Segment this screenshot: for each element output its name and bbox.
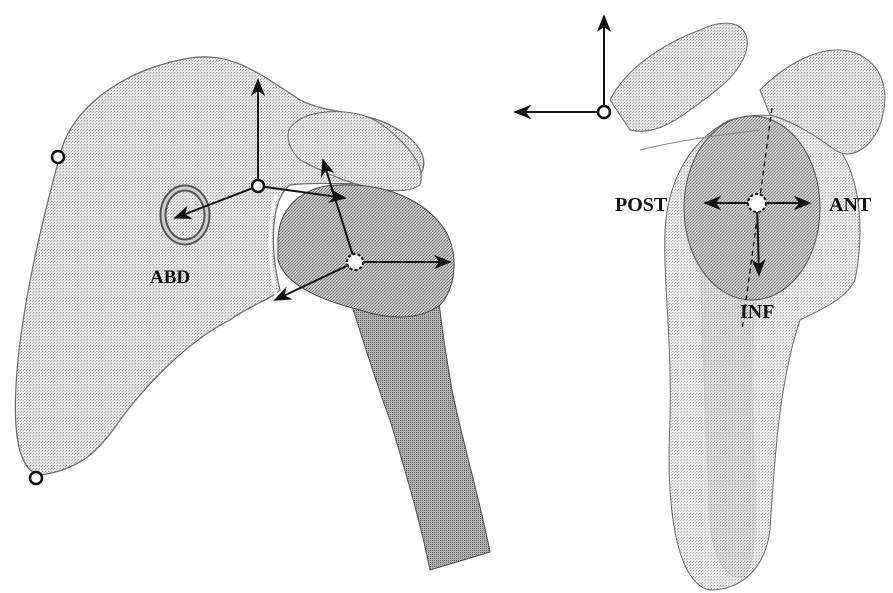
humeral-head-left — [278, 185, 454, 317]
glenoid-center-marker — [748, 194, 766, 212]
glenoid-origin-marker — [252, 180, 264, 192]
global-origin-marker — [598, 106, 610, 118]
ant-label: ANT — [829, 194, 872, 216]
abd-label: ABD — [150, 267, 190, 288]
global-axes — [515, 16, 604, 112]
humerus-shaft-left — [350, 290, 490, 570]
humeral-head-center-marker — [347, 254, 363, 270]
inf-label: INF — [740, 301, 774, 323]
right-shoulder-view: POST ANT INF — [515, 16, 885, 590]
landmark-superior-angle — [52, 151, 64, 163]
post-label: POST — [615, 194, 668, 216]
acromion-right — [610, 23, 747, 131]
landmark-inferior-angle — [30, 472, 42, 484]
left-shoulder-view: ABD — [15, 57, 490, 570]
